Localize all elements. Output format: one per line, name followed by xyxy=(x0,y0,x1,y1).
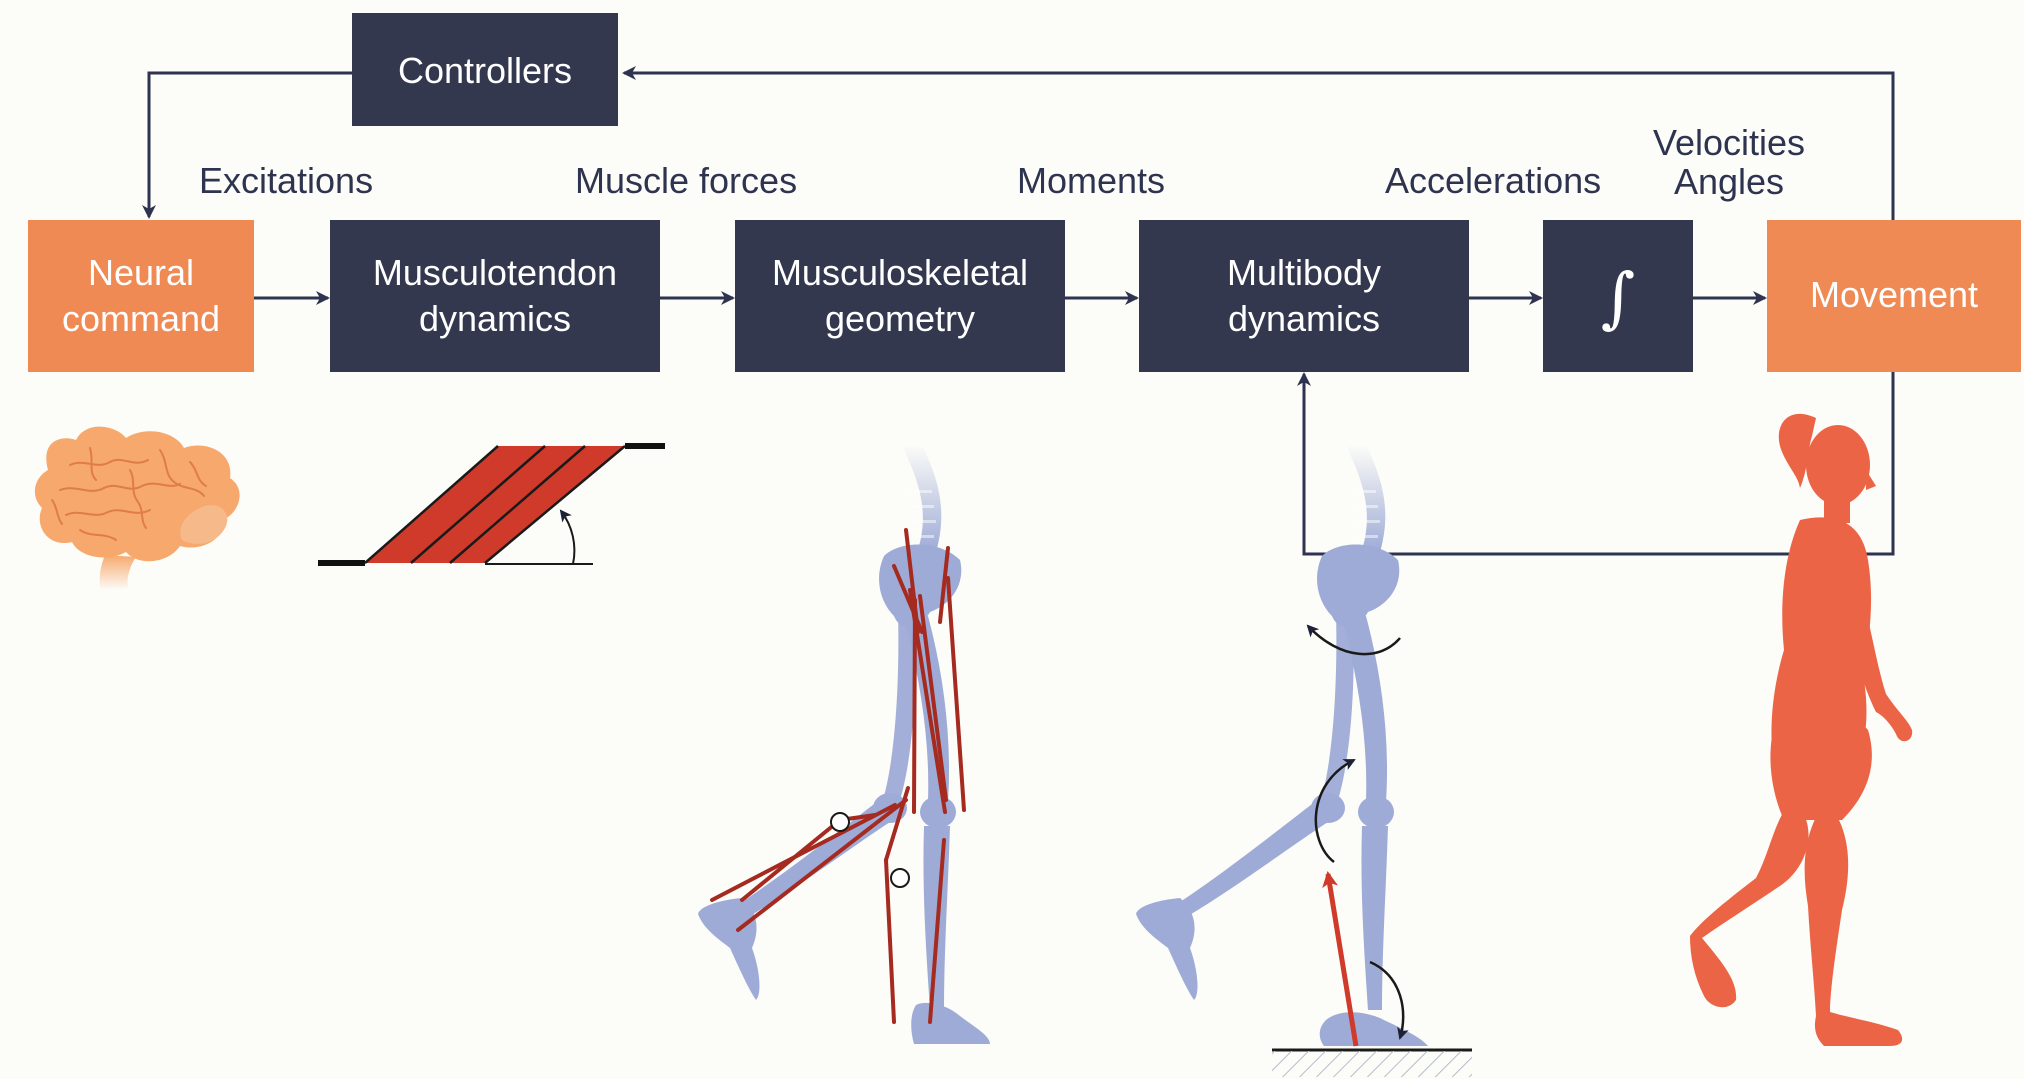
moments-label: Moments xyxy=(1017,160,1165,201)
musculoskeletal-box-rect xyxy=(735,220,1065,372)
neural-command-label-line1: Neural xyxy=(88,252,194,293)
musculotendon-dynamics-box: Musculotendon dynamics xyxy=(330,220,660,372)
skeleton-with-muscles-icon xyxy=(698,445,990,1044)
feedback-arrow-to-multibody xyxy=(1297,372,1895,556)
excitations-label: Excitations xyxy=(199,160,373,201)
neural-command-box-rect xyxy=(28,220,254,372)
controllers-box-rect xyxy=(352,13,618,126)
neural-command-label-line2: command xyxy=(62,298,220,339)
musculotendon-box-rect xyxy=(330,220,660,372)
musculotendon-label-line1: Musculotendon xyxy=(373,252,617,293)
velocities-label: Velocities xyxy=(1653,122,1805,163)
multibody-box-rect xyxy=(1139,220,1469,372)
controllers-label: Controllers xyxy=(398,50,572,91)
integral-symbol: ∫ xyxy=(1601,259,1635,336)
musculoskeletal-label-line1: Musculoskeletal xyxy=(772,252,1028,293)
integrator-box: ∫ xyxy=(1543,220,1693,372)
controllers-box: Controllers xyxy=(352,13,618,126)
multibody-dynamics-box: Multibody dynamics xyxy=(1139,220,1469,372)
movement-box-rect xyxy=(1767,220,2021,372)
musculotendon-label-line2: dynamics xyxy=(419,298,571,339)
skeleton-with-joint-moments-icon xyxy=(1136,445,1472,1077)
neural-command-box: Neural command xyxy=(28,220,254,372)
pennate-muscle-icon xyxy=(318,443,665,566)
walking-woman-silhouette-icon xyxy=(1690,413,1913,1046)
musculoskeletal-label-line2: geometry xyxy=(825,298,975,339)
movement-box: Movement xyxy=(1767,220,2021,372)
movement-label: Movement xyxy=(1810,274,1978,315)
angles-label: Angles xyxy=(1674,161,1784,202)
integrator-box-rect xyxy=(1543,220,1693,372)
musculoskeletal-geometry-box: Musculoskeletal geometry xyxy=(735,220,1065,372)
multibody-label-line2: dynamics xyxy=(1228,298,1380,339)
multibody-label-line1: Multibody xyxy=(1227,252,1381,293)
muscle-forces-label: Muscle forces xyxy=(575,160,797,201)
controllers-to-neural-arrow xyxy=(142,71,352,219)
feedback-arrow-to-controllers xyxy=(622,66,1895,222)
accelerations-label: Accelerations xyxy=(1385,160,1601,201)
brain-icon xyxy=(34,426,240,590)
